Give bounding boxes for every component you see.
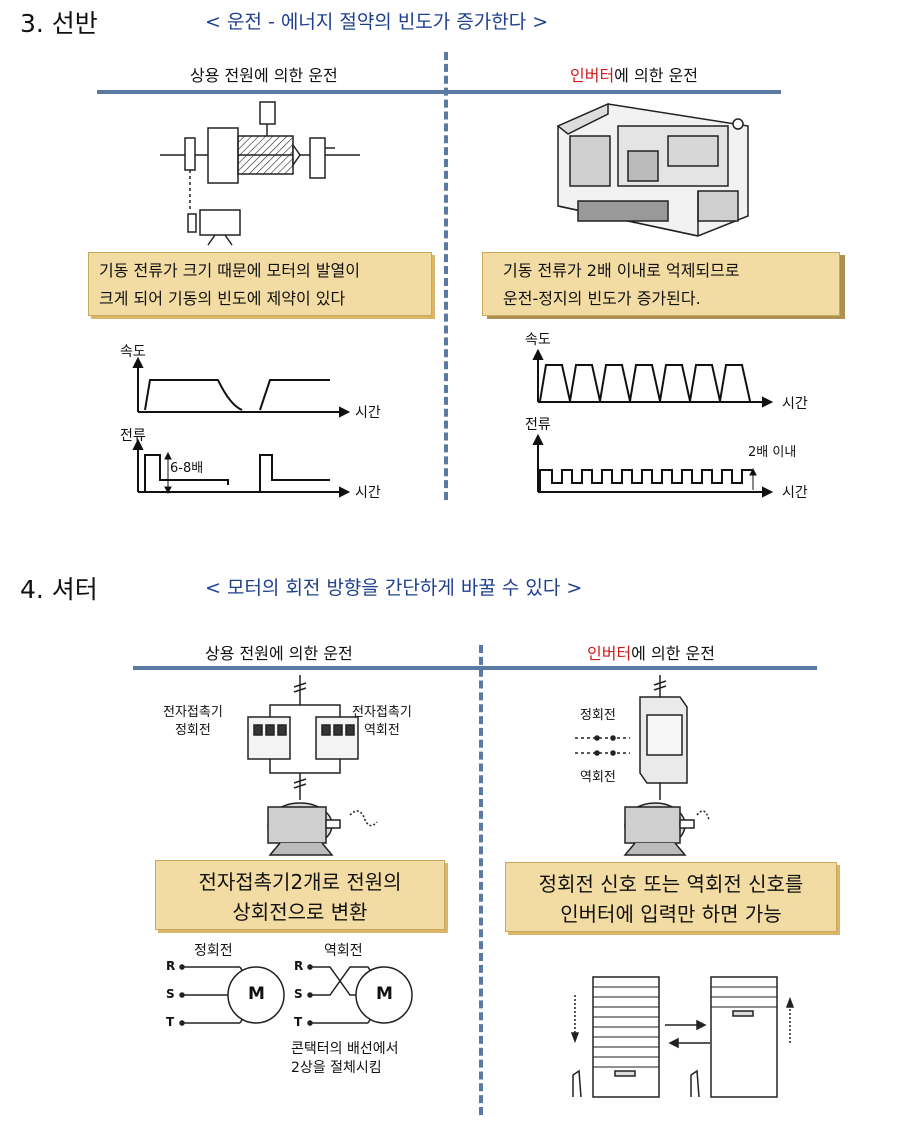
left-multiplier-label: 6-8배 (170, 461, 204, 476)
contactor-left-label: 전자접촉기 정회전 (163, 704, 223, 740)
phase-r-right: R (294, 959, 304, 973)
section3-left-label: 상용 전원에 의한 운전 (190, 66, 338, 85)
contactors-motor-illustration (247, 675, 378, 856)
right-note-line2: 인버터에 입력만 하면 가능 (560, 902, 782, 926)
right-time-label-top: 시간 (782, 396, 808, 412)
shutter-illustration (570, 976, 795, 1098)
contactor-left-line2: 정회전 (174, 723, 211, 738)
wiring-note-line1: 콘택터의 배선에서 (291, 1041, 399, 1057)
left-note-line1: 기동 전류가 크기 때문에 모터의 발열이 (99, 261, 360, 280)
contactor-right-label: 전자접촉기 역회전 (352, 704, 412, 740)
left-waveform-diagram (132, 356, 351, 498)
right-current-label: 전류 (525, 417, 551, 433)
section3-right-label: 인버터에 의한 운전 (570, 62, 698, 86)
right-waveform-diagram (532, 348, 774, 498)
section4-right-note: 정회전 신호 또는 역회전 신호를 인버터에 입력만 하면 가능 (505, 862, 837, 932)
forward-label: 정회전 (580, 708, 616, 723)
wiring-note: 콘택터의 배선에서 2상을 절체시킴 (291, 1040, 399, 1078)
wiring-reverse-label: 역회전 (324, 943, 363, 959)
right-label-rest: 에 의한 운전 (614, 66, 698, 85)
left-time-label-bottom: 시간 (355, 485, 381, 501)
wiring-note-line2: 2상을 절체시킴 (291, 1060, 382, 1076)
inverter-motor-illustration (575, 675, 710, 856)
reverse-label: 역회전 (580, 770, 616, 785)
right-label-rest: 에 의한 운전 (631, 644, 715, 663)
right-within-label: 2배 이내 (748, 445, 797, 460)
right-note-line2: 운전-정지의 빈도가 증가된다. (503, 289, 701, 308)
right-speed-label: 속도 (525, 332, 551, 348)
phase-s-right: S (294, 987, 303, 1001)
contactor-left-line1: 전자접촉기 (163, 705, 223, 720)
section4-left-note: 전자접촉기2개로 전원의 상회전으로 변환 (155, 860, 445, 930)
inverter-word: 인버터 (587, 644, 632, 663)
left-note-line2: 상회전으로 변환 (232, 900, 368, 924)
phase-t-right: T (294, 1015, 303, 1029)
motor-m-left: M (248, 984, 265, 1004)
section3-left-note: 기동 전류가 크기 때문에 모터의 발열이 크게 되어 기동의 빈도에 제약이 … (88, 252, 432, 316)
wiring-diagram (179, 964, 413, 1026)
lathe-schematic-illustration (160, 101, 360, 246)
left-time-label-top: 시간 (355, 405, 381, 421)
left-note-line2: 크게 되어 기동의 빈도에 제약이 있다 (99, 289, 346, 308)
section3-right-note: 기동 전류가 2배 이내로 억제되므로 운전-정지의 빈도가 증가된다. (482, 252, 840, 316)
motor-m-right: M (376, 984, 393, 1004)
section4-heading: 4. 셔터 (20, 575, 98, 604)
phase-s-left: S (166, 987, 175, 1001)
phase-t-left: T (166, 1015, 175, 1029)
section4-divider-line (133, 666, 817, 670)
phase-r-left: R (166, 959, 176, 973)
wiring-forward-label: 정회전 (194, 943, 233, 959)
inverter-word: 인버터 (570, 66, 615, 85)
section4-left-label: 상용 전원에 의한 운전 (205, 644, 353, 663)
section4-subtitle: < 모터의 회전 방향을 간단하게 바꿀 수 있다 > (205, 577, 583, 599)
left-note-line1: 전자접촉기2개로 전원의 (198, 870, 402, 894)
left-current-label: 전류 (120, 428, 146, 444)
section4-center-dash (479, 645, 483, 1115)
cnc-lathe-illustration (556, 102, 749, 237)
section3-center-dash (444, 52, 448, 500)
section3-heading: 3. 선반 (20, 9, 98, 38)
section3-subtitle: < 운전 - 에너지 절약의 빈도가 증가한다 > (205, 11, 549, 33)
section4-right-label: 인버터에 의한 운전 (587, 640, 715, 664)
contactor-right-line1: 전자접촉기 (352, 705, 412, 720)
contactor-right-line2: 역회전 (363, 723, 400, 738)
left-speed-label: 속도 (120, 344, 146, 360)
section3-divider-line (97, 90, 781, 94)
right-note-line1: 정회전 신호 또는 역회전 신호를 (538, 872, 804, 896)
right-note-line1: 기동 전류가 2배 이내로 억제되므로 (503, 261, 740, 280)
right-time-label-bottom: 시간 (782, 485, 808, 501)
